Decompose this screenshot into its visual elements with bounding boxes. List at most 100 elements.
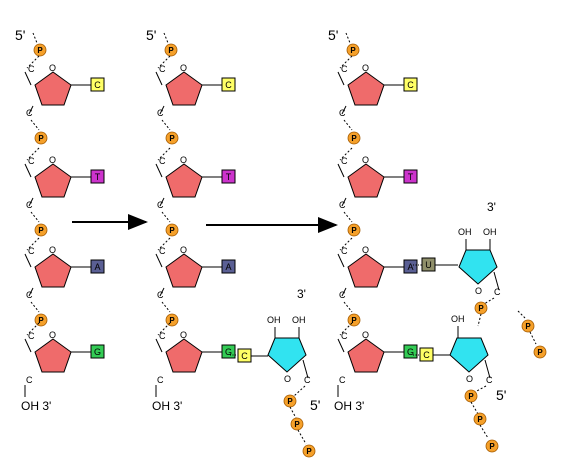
phosphate-label: P [294,420,300,429]
ring-oxygen-label: O [362,63,369,73]
ring-oxygen-label: O [362,155,369,165]
deoxyribose-sugar [165,71,203,106]
backbone-bond [155,163,163,178]
backbone-link [470,401,479,415]
backbone-link [26,147,40,161]
base-A-p1-2: A [90,259,105,274]
carbon-label: C [159,246,166,256]
base-C-p1-0: C [90,77,105,92]
backbone-bond [302,359,309,379]
backbone-bond [337,253,345,268]
ribose-sugar-unit: O [449,337,489,384]
backbone-link [157,147,171,161]
backbone-link [343,301,353,313]
ring-oxygen-label: O [180,245,187,255]
phosphate-group: P [33,43,47,57]
backbone-bond [155,71,163,86]
phosphate-label: P [169,134,175,143]
hydroxyl-label: OH [458,227,472,237]
phosphate-group: P [347,313,361,327]
backbone-bond [493,271,500,291]
carbon-label: C [28,64,35,74]
rna-base-C-p2: C [237,348,252,363]
phosphate-group: P [34,223,48,237]
backbone-bond [155,253,163,268]
phosphate-label: P [351,134,357,143]
dna-nucleotide: OCCA [26,245,105,300]
backbone-link [343,211,353,223]
base-letter: A [94,262,100,272]
backbone-bond [24,163,32,178]
three-prime-oh-label: OH 3' [152,399,182,413]
three-prime-label: 3' [487,200,496,214]
backbone-link [30,301,40,313]
base-letter: A [225,262,231,272]
base-letter: C [407,80,414,90]
carbon-label: C [28,331,35,341]
five-prime-label: 5' [15,27,25,43]
backbone-link [483,297,495,305]
backbone-bond [484,359,491,379]
ring-oxygen-label: O [49,245,56,255]
phosphate-group: P [474,301,488,315]
base-letter: T [408,172,414,182]
backbone-link [26,237,40,251]
base-letter: G [94,347,101,357]
backbone-bond [155,338,163,353]
base-letter: C [241,351,248,361]
backbone-bond [341,105,347,115]
phosphate-label: P [37,46,43,55]
backbone-bond [159,197,165,207]
dna-nucleotide: OCCT [157,155,236,210]
phosphate-group: P [165,313,179,327]
dna-nucleotide: OCCC [339,63,418,118]
pyrophosphate-p1: P [521,319,535,333]
backbone-link [339,147,353,161]
phosphate-label: P [169,226,175,235]
base-T-p3-1: T [403,169,418,184]
dna-nucleotide: OCCC [157,63,236,118]
backbone-bond [24,253,32,268]
phosphate-label: P [38,134,44,143]
ring-oxygen-label: O [180,63,187,73]
dna-nucleotide: OCCA [157,245,236,300]
backbone-bond [28,197,34,207]
deoxyribose-sugar [347,71,385,106]
phosphate-label: P [478,304,484,313]
base-letter: T [95,172,101,182]
base-letter: U [425,260,432,270]
deoxyribose-sugar [165,253,203,288]
base-G-p2-3: G [221,344,236,359]
ribose-sugar [267,337,307,373]
backbone-bond [159,105,165,115]
five-prime-label: 5' [496,387,506,403]
phosphate-group: P [346,43,360,57]
ring-oxygen-label: O [284,374,291,384]
carbon-label: C [159,331,166,341]
dna-nucleotide: OCCC [26,63,105,118]
phosphate-label: P [168,46,174,55]
rna-base-C-p3: C [419,347,434,362]
backbone-link [32,32,38,44]
backbone-link [343,119,353,131]
backbone-link [339,237,353,251]
base-letter: C [94,80,101,90]
ring-oxygen-label: O [180,330,187,340]
deoxyribose-sugar [34,338,72,373]
ribose-sugar [458,249,498,285]
three-prime-oh-label: OH 3' [334,399,364,413]
phosphate-group: P [283,394,297,408]
backbone-link [30,119,40,131]
rna-base-U-p3: U [421,257,436,272]
hydroxyl-label: OH [483,227,497,237]
dna-template-strand-p3: 5'POCCCPOCCTPOCCAPOCCGOH 3' [328,27,418,413]
phosphate-label: P [287,397,293,406]
backbone-bond [24,338,32,353]
deoxyribose-sugar [165,163,203,198]
backbone-link [345,32,351,44]
carbon-label: C [486,375,493,385]
five-prime-label: 5' [310,397,320,413]
carbon-label: C [341,246,348,256]
